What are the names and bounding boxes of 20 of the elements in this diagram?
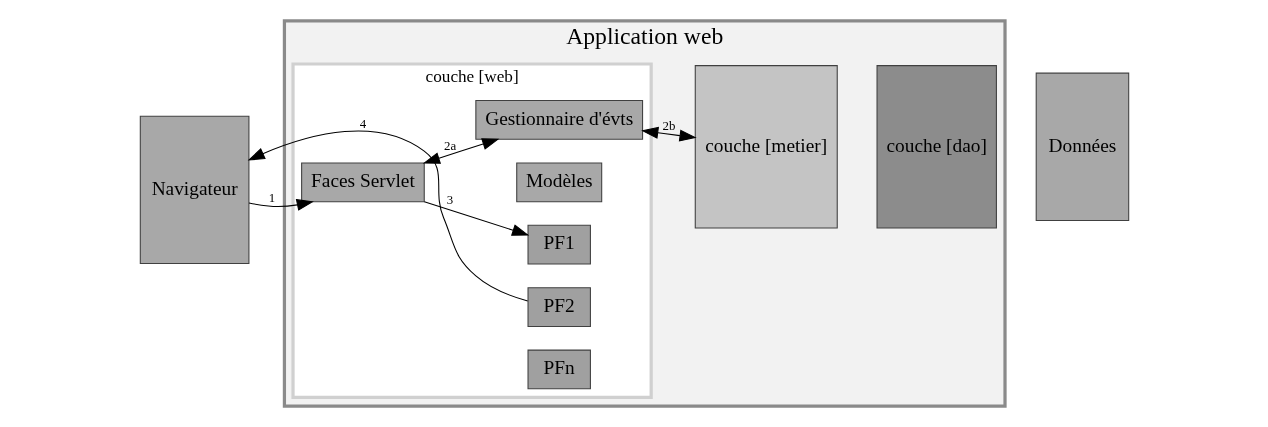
node-box: Gestionnaire d'évts xyxy=(474,100,643,140)
node-box: Données xyxy=(1035,72,1129,222)
node-box: couche [metier] xyxy=(694,65,838,229)
node-box: Navigateur xyxy=(139,115,249,265)
edge-label: 2b xyxy=(661,119,675,134)
node-box: couche [dao] xyxy=(876,65,997,229)
arrow xyxy=(247,199,314,211)
edge-label: 4 xyxy=(359,117,366,132)
arrow xyxy=(422,138,499,164)
node-box: Faces Servlet xyxy=(300,162,425,203)
arrow xyxy=(423,201,529,236)
node-box: PF2 xyxy=(527,287,591,327)
edge-label: 1 xyxy=(268,191,275,206)
edge-label: 3 xyxy=(446,193,453,208)
arrow xyxy=(247,130,528,302)
node-box: PF1 xyxy=(527,224,591,265)
node-box: PFn xyxy=(527,349,591,390)
arrow xyxy=(640,126,697,142)
node-box: Modèles xyxy=(515,162,602,203)
edge-label: 2a xyxy=(443,138,456,153)
